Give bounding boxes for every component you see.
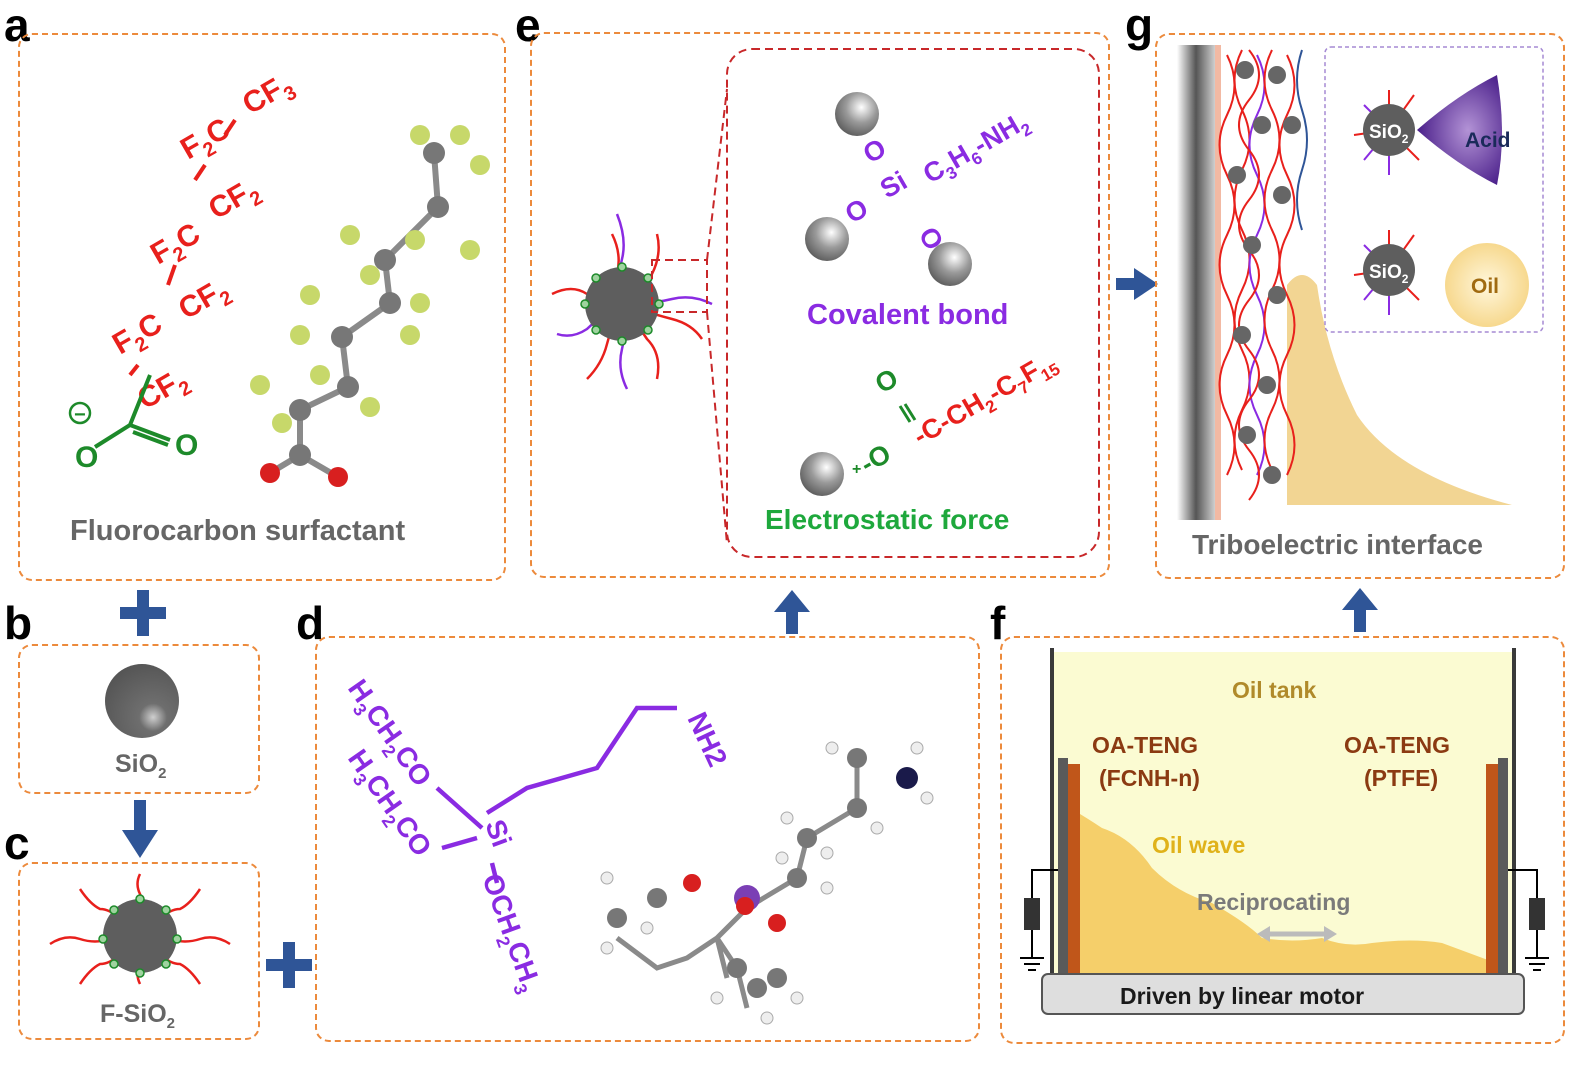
silane-ball-stick [600, 741, 934, 1025]
oil-wedge [1287, 275, 1512, 505]
panel-label-f: f [990, 597, 1006, 649]
svg-text:F2C: F2C [175, 112, 239, 171]
panel-c-fsio2: F-SiO2 [18, 862, 260, 1040]
arrow-right-icon [1116, 268, 1158, 300]
sio2-particle [105, 664, 179, 738]
oil-wave-shape [1070, 808, 1496, 974]
interface-caption: Triboelectric interface [1192, 529, 1484, 560]
svg-text:C3H6-NH2: C3H6-NH2 [918, 106, 1035, 194]
panel-label-g: g [1125, 0, 1154, 51]
silane-formula: NH2 H3CH2CO H3CH2CO Si OCH2CH3 [342, 674, 734, 998]
interface-diagram: SiO2 Acid SiO2 Oil [1177, 45, 1544, 520]
panel-e-bonding: O O O Si C3H6-NH2 Covalent bond + -O O -… [530, 32, 1110, 578]
panel-a-fluorocarbon: CF3 F2C CF2 F2C CF2 F2C CF2 O O − [18, 33, 506, 581]
electrostatic-force-label: Electrostatic force [765, 504, 1009, 535]
svg-text:F2C: F2C [107, 307, 171, 366]
arrow-up-icon [1342, 588, 1378, 632]
surfactant-formula: CF3 F2C CF2 F2C CF2 F2C CF2 [107, 67, 301, 416]
fsio2-caption: F-SiO2 [100, 1000, 176, 1032]
svg-text:O: O [858, 133, 891, 169]
svg-text:O: O [75, 441, 98, 474]
panel-b-sio2: SiO2 [18, 644, 260, 794]
fsio2-particle [49, 873, 231, 985]
fluorocarbon-caption: Fluorocarbon surfactant [70, 515, 406, 547]
svg-text:SiO2: SiO2 [1369, 262, 1409, 286]
bonding-diagram: O O O Si C3H6-NH2 Covalent bond + -O O -… [551, 48, 1100, 558]
oil-adsorption: SiO2 Oil [1353, 230, 1529, 327]
svg-text:Acid: Acid [1465, 129, 1511, 152]
panel-f-teng: Oil tank OA-TENG (FCNH-n) OA-TENG (PTFE)… [1000, 636, 1565, 1044]
svg-text:OA-TENG: OA-TENG [1092, 732, 1198, 758]
svg-text:Oil tank: Oil tank [1232, 677, 1317, 703]
svg-text:NH2: NH2 [682, 707, 734, 771]
svg-text:Si: Si [479, 815, 517, 850]
carboxylate-group: O O − [68, 374, 198, 474]
plus-icon [266, 942, 312, 988]
svg-text:Si: Si [875, 165, 912, 204]
panel-label-b: b [4, 597, 33, 649]
arrow-up-icon [774, 590, 810, 634]
svg-text:SiO2: SiO2 [1369, 122, 1409, 146]
svg-text:Reciprocating: Reciprocating [1197, 889, 1350, 915]
svg-text:Oil wave: Oil wave [1152, 832, 1245, 858]
svg-text:CF2: CF2 [173, 272, 237, 331]
svg-text:−: − [74, 404, 86, 426]
svg-text:CF3: CF3 [237, 67, 301, 126]
svg-text:OCH2CH3: OCH2CH3 [471, 869, 548, 997]
sio2-caption: SiO2 [115, 750, 167, 782]
electrostatic-formula: + -O O -C-CH2-C7F15 [852, 346, 1064, 480]
svg-text:O: O [175, 429, 198, 462]
acid-adsorption: SiO2 Acid [1353, 75, 1511, 185]
svg-text:O: O [870, 363, 903, 399]
svg-text:OA-TENG: OA-TENG [1344, 732, 1450, 758]
covalent-bond-label: Covalent bond [807, 299, 1008, 331]
svg-text:-C-CH2-C7F15: -C-CH2-C7F15 [908, 346, 1064, 456]
svg-text:O: O [840, 193, 873, 229]
teng-setup: Oil tank OA-TENG (FCNH-n) OA-TENG (PTFE)… [1020, 648, 1549, 1015]
svg-text:Driven by linear motor: Driven by linear motor [1120, 983, 1364, 1009]
panel-g-interface: SiO2 Acid SiO2 Oil Triboelectric interfa… [1155, 33, 1565, 579]
panel-label-c: c [4, 817, 30, 869]
plus-icon [120, 590, 166, 636]
surfactant-diagram: CF3 F2C CF2 F2C CF2 F2C CF2 O O − [68, 67, 490, 487]
ball-stick-model [250, 125, 490, 487]
svg-text:(FCNH-n): (FCNH-n) [1099, 765, 1200, 791]
svg-text:CF2: CF2 [203, 172, 267, 231]
silane-diagram: NH2 H3CH2CO H3CH2CO Si OCH2CH3 [342, 674, 934, 1025]
svg-text:(PTFE): (PTFE) [1364, 765, 1438, 791]
arrow-down-icon [122, 800, 158, 858]
svg-text:+: + [852, 461, 861, 478]
panel-d-silane: NH2 H3CH2CO H3CH2CO Si OCH2CH3 [315, 636, 980, 1042]
svg-text:F2C: F2C [145, 217, 209, 276]
svg-text:Oil: Oil [1471, 275, 1499, 298]
